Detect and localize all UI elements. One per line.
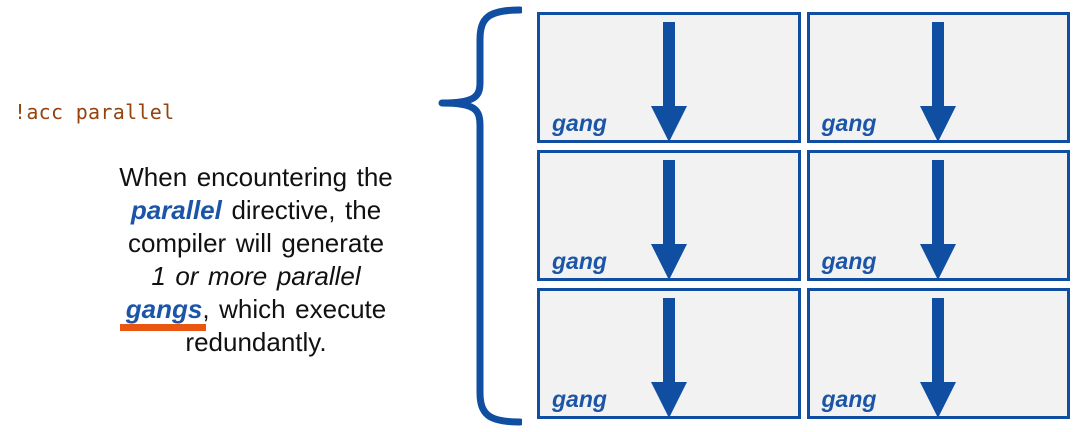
down-arrow-icon (920, 22, 957, 142)
text-line-6: redundantly. (55, 326, 457, 359)
parallel-keyword: parallel (130, 195, 222, 225)
gang-box: gang (537, 288, 801, 419)
text-line-4: 1 or more parallel (55, 260, 457, 293)
gang-box: gang (806, 288, 1070, 419)
acc-parallel-directive: !acc parallel (14, 100, 175, 124)
explanation-text: When encountering the parallel directive… (55, 161, 457, 359)
gang-grid: gang gang gang gang (537, 12, 1070, 419)
text-line-4-content: 1 or more parallel (151, 261, 361, 291)
text-line-3: compiler will generate (55, 227, 457, 260)
down-arrow-icon (650, 160, 687, 280)
text-line-3-content: compiler will generate (127, 228, 385, 258)
text-line-1-content: When encountering the (119, 162, 393, 192)
gangs-keyword: gangs (125, 294, 203, 324)
text-line-6-content: redundantly. (185, 327, 327, 357)
text-line-2: parallel directive, the (55, 194, 457, 227)
gang-box: gang (806, 12, 1070, 143)
gang-label: gang (821, 110, 877, 136)
gang-box: gang (806, 150, 1070, 281)
text-line-5-rest: , which execute (202, 294, 387, 324)
gang-label: gang (821, 386, 877, 412)
curly-brace-icon (438, 6, 522, 426)
gang-box: gang (537, 12, 801, 143)
down-arrow-icon (920, 298, 957, 418)
gang-label: gang (552, 386, 607, 412)
text-line-1: When encountering the (55, 161, 457, 194)
gang-box: gang (537, 150, 801, 281)
gang-label: gang (552, 248, 607, 274)
down-arrow-icon (920, 160, 957, 280)
gang-label: gang (821, 248, 877, 274)
text-line-2-rest: directive, the (221, 195, 382, 225)
down-arrow-icon (650, 22, 687, 142)
down-arrow-icon (650, 298, 687, 418)
gang-label: gang (552, 110, 607, 136)
text-line-5: gangs, which execute (55, 293, 457, 326)
